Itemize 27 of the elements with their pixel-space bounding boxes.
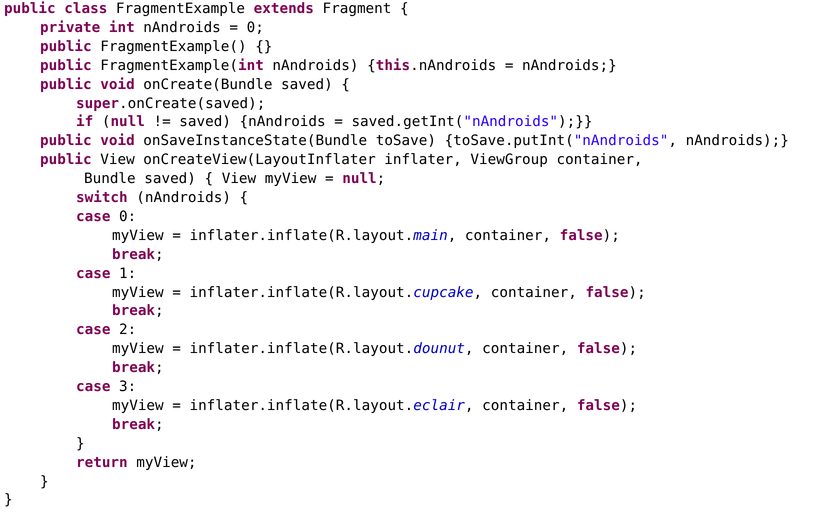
code-line: public FragmentExample() {} <box>40 38 272 56</box>
code-line: case 0: <box>76 208 136 226</box>
code-line: public void onCreate(Bundle saved) { <box>40 76 350 94</box>
code-line: myView = inflater.inflate(R.layout.eclair, container, false); <box>112 398 638 415</box>
code-line: case 2: <box>76 322 136 340</box>
code-line: break; <box>112 303 164 320</box>
code-line: } <box>4 492 13 510</box>
code-line: case 1: <box>76 266 136 283</box>
code-line: myView = inflater.inflate(R.layout.dounut, container, false); <box>112 341 638 358</box>
code-line: if (null != saved) {nAndroids = saved.getInt("nAndroids");}} <box>76 114 592 132</box>
code-line: public void onSaveInstanceState(Bundle toSave) {toSave.putInt("nAndroids", nAndroids);} <box>40 133 789 150</box>
code-line: public class FragmentExample extends Fragment { <box>4 1 409 18</box>
code-line: myView = inflater.inflate(R.layout.cupcake, container, false); <box>112 284 646 302</box>
code-line: } <box>76 436 85 453</box>
code-line: break; <box>112 246 164 264</box>
code-line: break; <box>112 360 164 378</box>
code-line: super.onCreate(saved); <box>76 96 266 112</box>
code-line: public FragmentExample(int nAndroids) {this.nAndroids = nAndroids;} <box>40 58 617 75</box>
code-line: break; <box>112 416 164 434</box>
code-line: switch (nAndroids) { <box>76 190 248 207</box>
code-line: private int nAndroids = 0; <box>40 20 264 37</box>
code-line: case 3: <box>76 379 136 396</box>
code-line: public View onCreateView(LayoutInflater inflater, ViewGroup container, <box>40 152 643 170</box>
code-line: } <box>40 474 49 490</box>
code-line: Bundle saved) { View myView = null; <box>84 171 386 188</box>
code-line: return myView; <box>76 454 197 472</box>
code-line: myView = inflater.inflate(R.layout.main, container, false); <box>112 228 620 245</box>
